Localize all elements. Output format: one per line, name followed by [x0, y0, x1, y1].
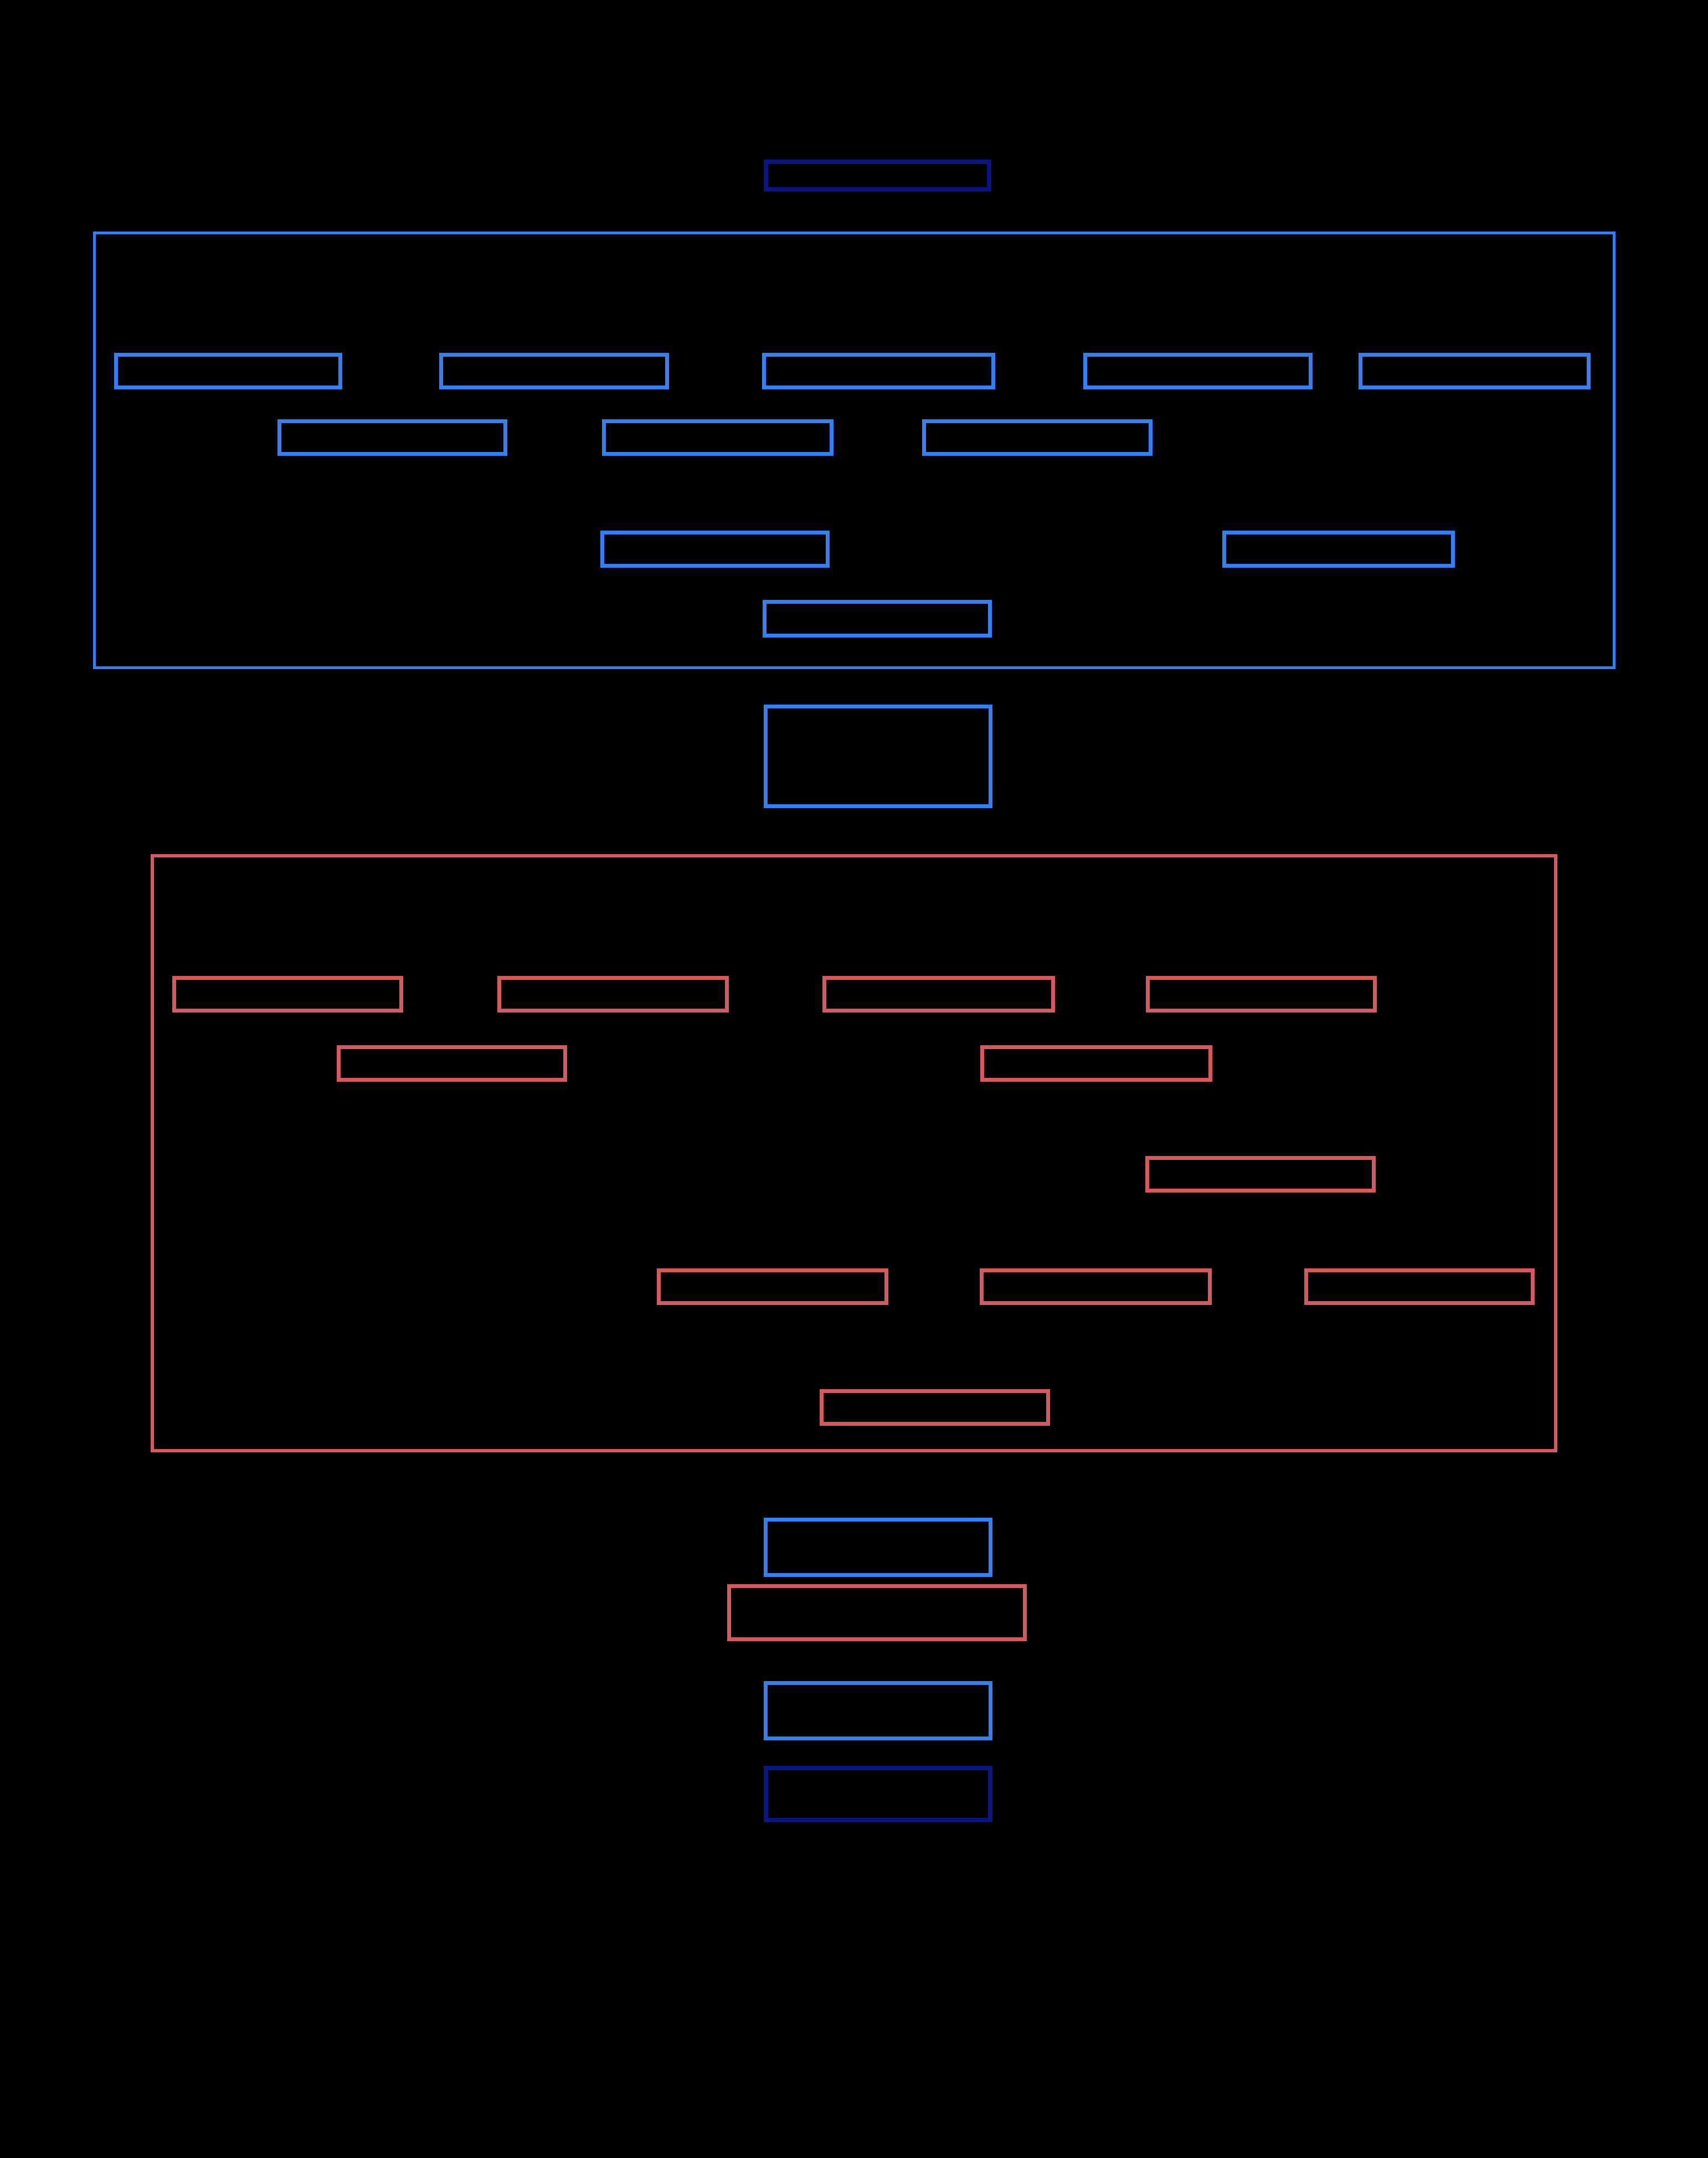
bbox-blue-row1-item2[interactable]: [439, 353, 669, 389]
bbox-red-group-container[interactable]: [151, 854, 1557, 1452]
bbox-red-row2-item1[interactable]: [337, 1045, 567, 1082]
bbox-blue-row1-item3[interactable]: [762, 353, 995, 389]
bbox-red-row4-item3[interactable]: [1304, 1268, 1535, 1305]
bbox-footer-box-1-blue[interactable]: [764, 1518, 992, 1577]
bbox-red-row1-item1[interactable]: [172, 976, 403, 1013]
bbox-red-row2-item2[interactable]: [980, 1045, 1212, 1082]
bbox-blue-connector-box[interactable]: [764, 705, 992, 808]
bbox-red-row1-item4[interactable]: [1146, 976, 1377, 1013]
bbox-red-row4-item1[interactable]: [657, 1268, 888, 1305]
bbox-footer-box-4-navy[interactable]: [764, 1766, 992, 1822]
bbox-blue-row3-item2[interactable]: [1222, 531, 1455, 568]
bbox-red-row4-item2[interactable]: [980, 1268, 1212, 1305]
bbox-footer-box-3-blue[interactable]: [764, 1681, 992, 1740]
bbox-footer-box-2-red[interactable]: [727, 1584, 1027, 1641]
bbox-blue-row1-item5[interactable]: [1359, 353, 1591, 389]
bbox-blue-row2-item1[interactable]: [277, 419, 507, 456]
bbox-navy-header-box[interactable]: [764, 160, 991, 192]
bbox-blue-row1-item1[interactable]: [114, 353, 342, 389]
bbox-blue-row4-item1[interactable]: [763, 600, 992, 638]
bbox-red-row3-item1[interactable]: [1145, 1156, 1376, 1193]
bbox-blue-group-container[interactable]: [93, 232, 1616, 669]
bbox-blue-row3-item1[interactable]: [600, 531, 830, 568]
bbox-blue-row2-item2[interactable]: [602, 419, 834, 456]
bbox-red-row1-item2[interactable]: [497, 976, 729, 1013]
bbox-red-row5-item1[interactable]: [820, 1389, 1050, 1426]
bbox-blue-row2-item3[interactable]: [922, 419, 1153, 456]
bbox-blue-row1-item4[interactable]: [1083, 353, 1313, 389]
bbox-red-row1-item3[interactable]: [822, 976, 1055, 1013]
